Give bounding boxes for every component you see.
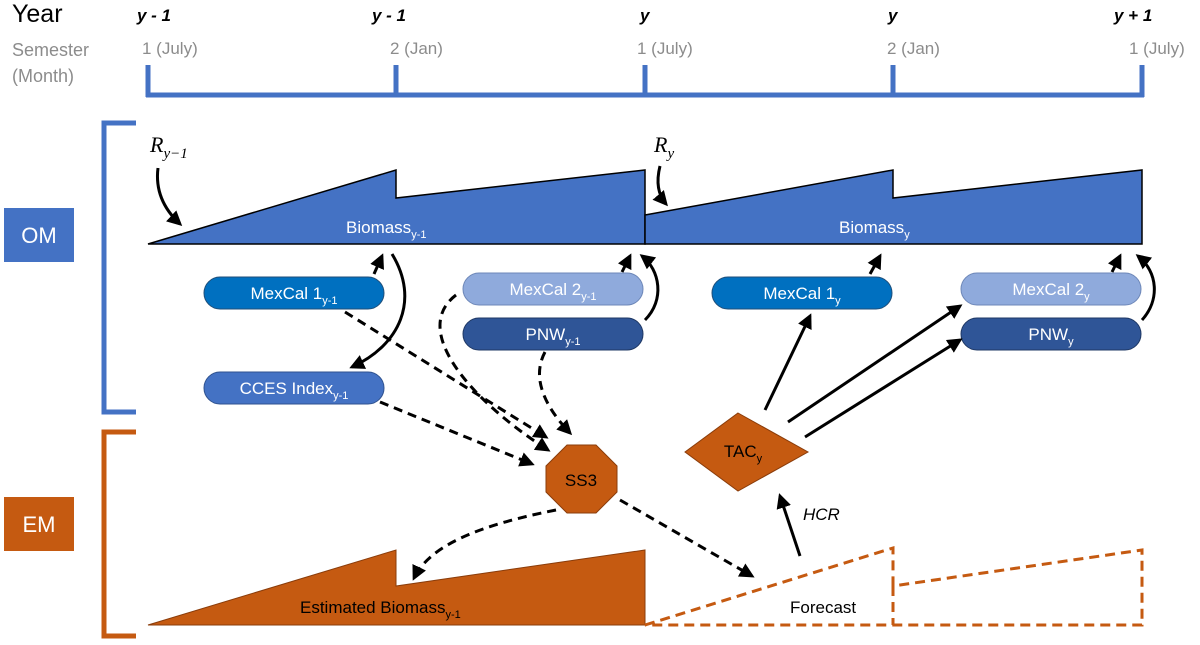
pnw-prev-oval xyxy=(462,317,644,351)
year-header: Year xyxy=(12,0,63,28)
hcr-arrow xyxy=(776,493,802,557)
forecast-shape xyxy=(644,545,1144,627)
em-label-box xyxy=(4,497,74,551)
arrow-pnw-curr xyxy=(1135,254,1156,322)
mexcal1-prev-oval xyxy=(203,276,385,310)
dashed-cces-to-ss3 xyxy=(379,400,535,467)
mexcal2-curr-label: MexCal 2y xyxy=(1012,280,1090,303)
pnw-prev-label: PNWy-1 xyxy=(526,325,581,348)
biomass-curr-label: Biomassy xyxy=(839,218,910,241)
tick-year-label: y xyxy=(639,6,651,25)
arrow-cces-prev xyxy=(349,253,407,369)
cces-prev-oval xyxy=(203,371,385,405)
arrow-mexcal1-curr xyxy=(867,253,882,275)
recruitment-prev-label: Ry−1 xyxy=(149,132,188,162)
tick-semester-label: 2 (Jan) xyxy=(390,39,443,58)
recruitment-curr-arrow xyxy=(652,165,668,207)
em-bracket xyxy=(101,429,136,639)
mexcal2-curr-oval xyxy=(960,272,1142,306)
arrow-pnw-prev xyxy=(639,254,660,322)
pnw-curr-label: PNWy xyxy=(1028,325,1074,348)
tac-to-mexcal2-arrow xyxy=(787,304,963,424)
om-label: OM xyxy=(21,223,56,248)
ss3-octagon xyxy=(545,444,618,514)
dashed-pnw-to-ss3 xyxy=(538,351,573,436)
mexcal1-curr-oval xyxy=(711,276,893,310)
sampling-arrows xyxy=(349,253,1156,369)
dashed-mexcal2-to-ss3 xyxy=(438,293,551,452)
biomass-prev-shape xyxy=(147,168,646,245)
tac-to-mexcal1-arrow xyxy=(763,313,812,411)
hcr-label: HCR xyxy=(803,505,840,524)
arrow-mexcal2-curr xyxy=(1107,253,1122,273)
om-section: OM Biomassy-1 Biomassy Ry−1 Ry xyxy=(4,120,1143,415)
mexcal1-prev-label: MexCal 1y-1 xyxy=(250,284,337,307)
arrow-mexcal2-prev xyxy=(617,253,632,273)
tac-label: TACy xyxy=(724,442,763,465)
biomass-curr-shape xyxy=(644,169,1143,245)
tick-semester-label: 2 (Jan) xyxy=(887,39,940,58)
biomass-prev-label: Biomassy-1 xyxy=(346,218,426,241)
surveys: MexCal 1y-1 MexCal 2y-1 PNWy-1 CCES Inde… xyxy=(203,272,1142,405)
estimated-biomass-label: Estimated Biomassy-1 xyxy=(300,598,461,621)
em-section: EM SS3 TACy Estimated Biomassy-1 Forecas… xyxy=(4,304,1144,639)
cces-prev-label: CCES Indexy-1 xyxy=(240,379,349,402)
pnw-curr-oval xyxy=(960,317,1142,351)
mexcal1-curr-label: MexCal 1y xyxy=(763,284,841,307)
mexcal2-prev-label: MexCal 2y-1 xyxy=(509,280,596,303)
recruitment-prev-arrow xyxy=(155,167,183,227)
estimated-biomass-shape xyxy=(147,549,646,626)
dashed-ss3-to-estimated xyxy=(412,508,557,581)
tick-year-label: y + 1 xyxy=(1113,6,1152,25)
tac-diamond xyxy=(684,412,810,492)
timeline: Year Semester (Month) y - 1 y - 1 y y y … xyxy=(12,0,1185,98)
ss3-label: SS3 xyxy=(565,471,597,490)
tick-semester-label: 1 (July) xyxy=(142,39,198,58)
recruitment-curr-label: Ry xyxy=(653,132,674,162)
mexcal2-prev-oval xyxy=(462,272,644,306)
arrow-mexcal1-prev xyxy=(370,253,384,275)
tick-year-label: y xyxy=(887,6,899,25)
semester-header: Semester xyxy=(12,40,89,60)
em-label: EM xyxy=(23,512,56,537)
data-flow-arrows xyxy=(344,293,573,467)
tick-semester-label: 1 (July) xyxy=(1129,39,1185,58)
month-header: (Month) xyxy=(12,66,74,86)
om-bracket xyxy=(101,120,136,415)
dashed-mexcal1-to-ss3 xyxy=(344,310,549,439)
om-label-box xyxy=(4,208,74,262)
forecast-label: Forecast xyxy=(790,598,856,617)
dashed-ss3-to-forecast xyxy=(619,498,755,578)
tick-year-label: y - 1 xyxy=(136,6,171,25)
tac-to-pnw-arrow xyxy=(804,338,963,439)
tick-year-label: y - 1 xyxy=(371,6,406,25)
tick-semester-label: 1 (July) xyxy=(637,39,693,58)
